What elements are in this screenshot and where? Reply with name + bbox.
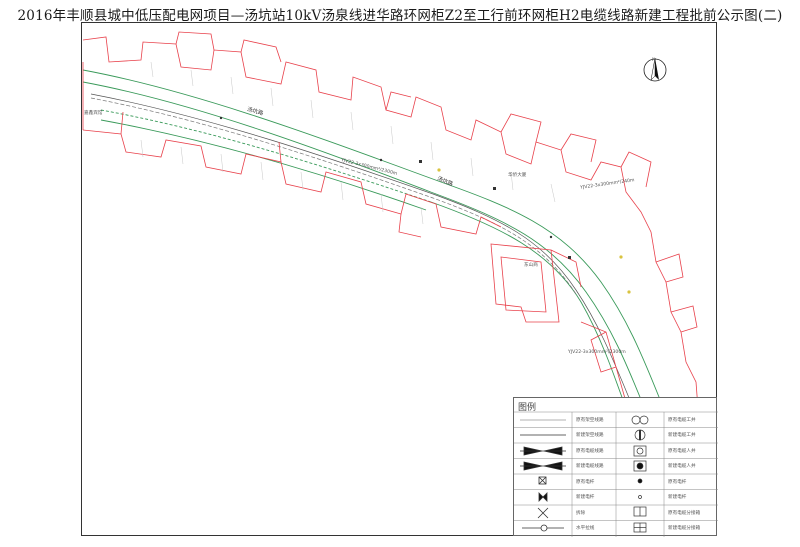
north-arrow-icon — [643, 57, 667, 82]
north-label: N — [652, 58, 656, 63]
map-canvas[interactable] — [81, 22, 717, 536]
legend-panel: 图例 — [513, 397, 718, 537]
pole-markers — [219, 116, 631, 294]
map-frame — [81, 22, 717, 536]
legend-label: 水平拉线 — [576, 526, 595, 531]
legend-label: 新建电缆人井 — [668, 464, 696, 469]
parcels-north — [82, 31, 700, 423]
place-label-1: 嘉鑫宾馆 — [84, 111, 103, 116]
road-edges — [82, 69, 662, 418]
parcel-dividers — [140, 61, 556, 225]
legend-label: 新建电杆 — [668, 495, 687, 500]
legend-label: 新建电缆工井 — [668, 433, 696, 438]
legend-label: 原有电缆人井 — [668, 449, 696, 454]
legend-label: 原有电缆工井 — [668, 418, 696, 423]
map-title: 2016年丰顺县城中低压配电网项目—汤坑站10kV汤泉线进华路环网柜Z2至工行前… — [17, 8, 783, 24]
legend-label: 原有电缆线路 — [576, 449, 604, 454]
place-label-3: 东山商 — [524, 263, 538, 268]
legend-label: 原有电杆 — [576, 480, 595, 485]
place-label-2: 华侨大厦 — [508, 173, 527, 178]
legend-title: 图例 — [518, 403, 537, 413]
legend-grid — [514, 411, 718, 537]
legend-label: 原有电缆分接箱 — [668, 511, 701, 516]
legend-label: 新建架空线路 — [576, 433, 604, 438]
legend-label: 拆除 — [576, 511, 586, 516]
legend-label: 原有电杆 — [668, 480, 687, 485]
legend-label: 新建电缆线路 — [576, 464, 604, 469]
legend-label: 新建电缆分接箱 — [668, 526, 701, 531]
legend-label: 原有架空线路 — [576, 418, 604, 423]
cable-annotation-3: YJV22-3x300mm²/2300m — [568, 350, 626, 355]
legend-label: 新建电杆 — [576, 495, 595, 500]
cable-route — [90, 93, 638, 418]
parcels-south — [82, 62, 672, 503]
